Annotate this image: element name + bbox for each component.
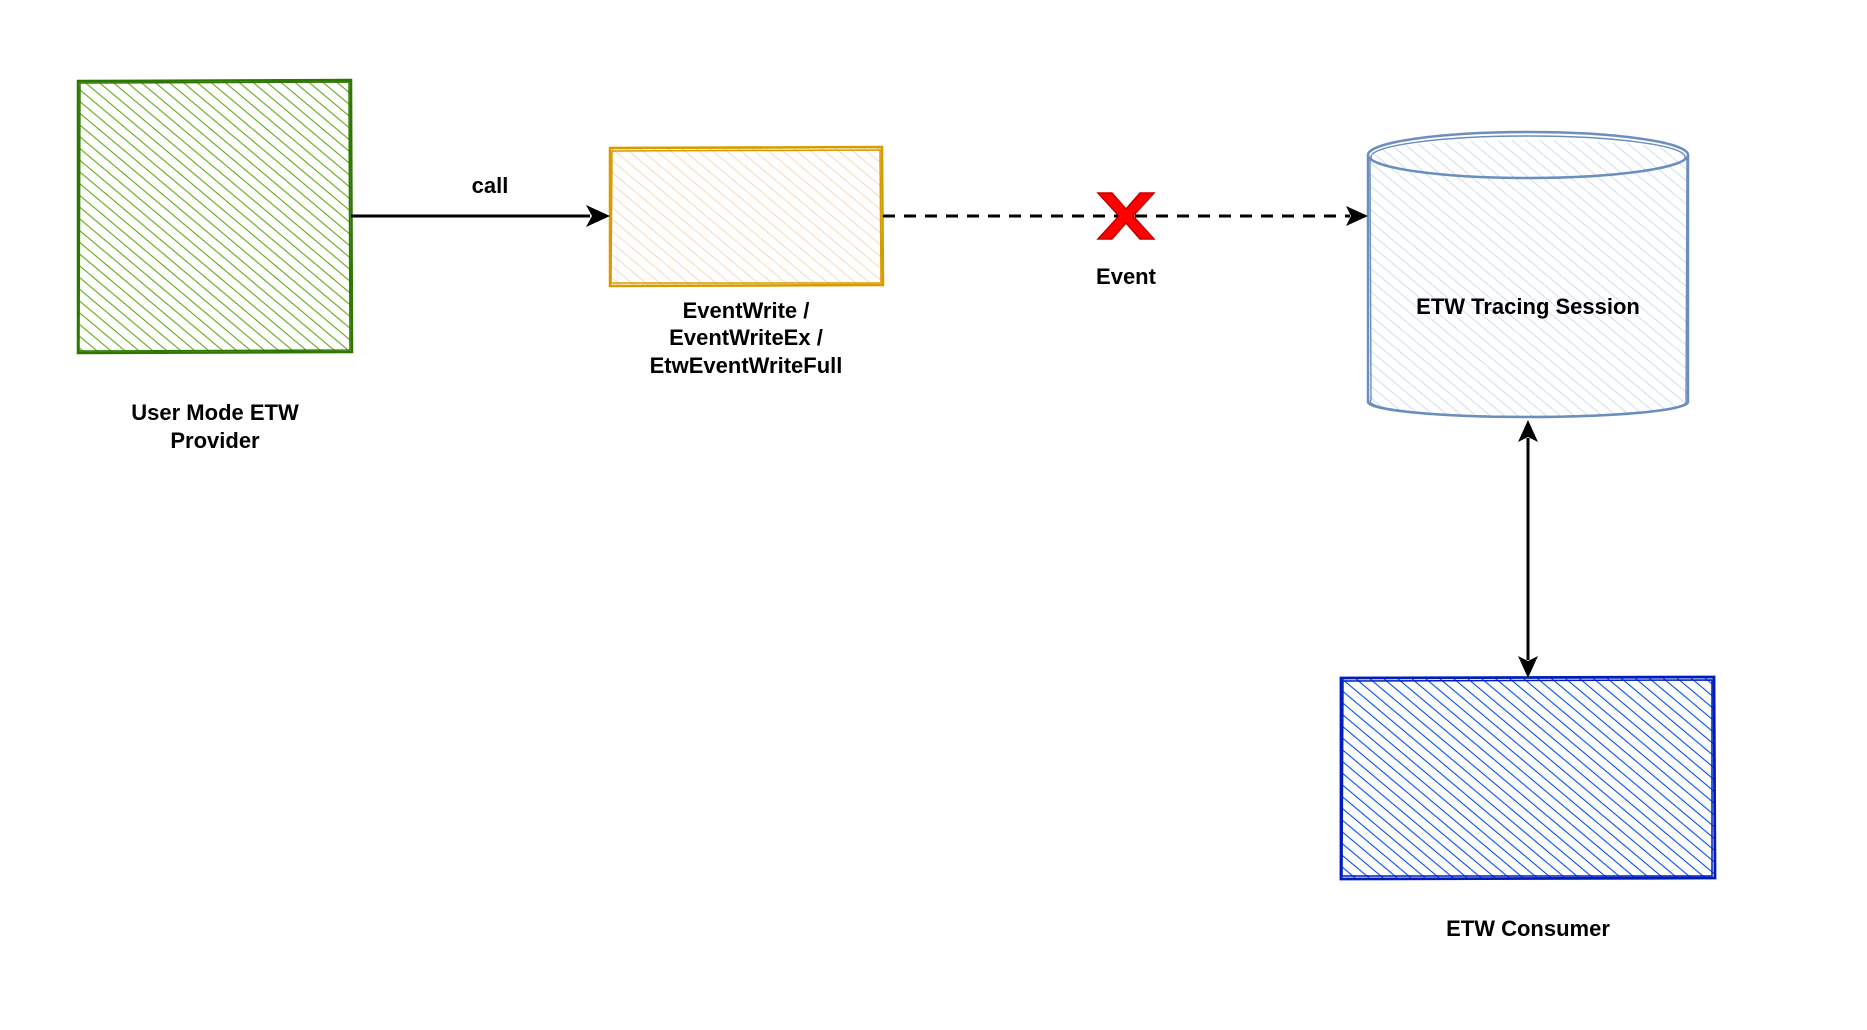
session-consumer-arrow — [1518, 420, 1538, 678]
eventwrite-label: EventWrite / EventWriteEx / EtwEventWrit… — [596, 297, 896, 379]
eventwrite-label-line3: EtwEventWriteFull — [649, 352, 843, 378]
event-arrow — [883, 206, 1368, 226]
call-label: call — [471, 173, 509, 198]
blocked-x-icon — [1096, 192, 1156, 240]
eventwrite-label-line2: EventWriteEx / — [669, 325, 823, 351]
provider-label: User Mode ETW Provider — [78, 399, 352, 455]
session-label: ETW Tracing Session — [1416, 294, 1640, 319]
provider-box[interactable] — [76, 78, 354, 355]
provider-label-line2: Provider — [170, 428, 260, 454]
event-label: Event — [1096, 264, 1156, 289]
consumer-label: ETW Consumer — [1446, 916, 1610, 941]
eventwrite-box[interactable] — [608, 145, 885, 288]
tracing-session-cylinder[interactable] — [1366, 130, 1690, 419]
consumer-box[interactable] — [1339, 675, 1717, 881]
call-arrow — [351, 205, 610, 227]
eventwrite-label-line1: EventWrite / — [682, 298, 810, 323]
provider-label-line1: User Mode ETW — [131, 400, 299, 425]
